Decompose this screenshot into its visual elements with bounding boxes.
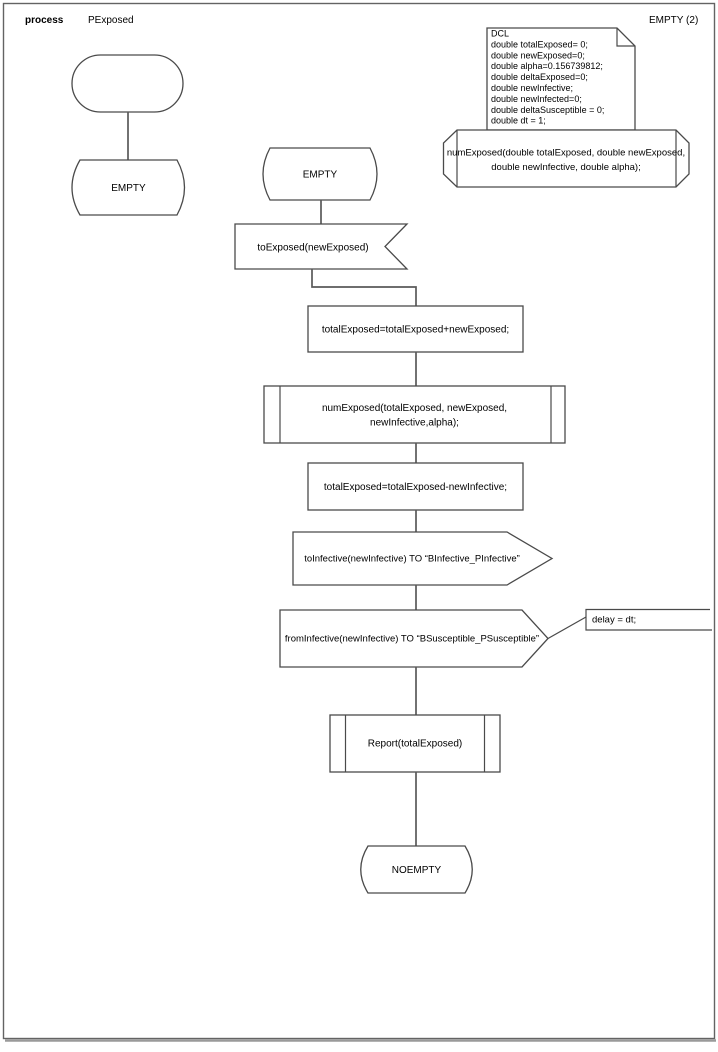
connector-input-to-task	[311, 269, 417, 306]
start-symbol[interactable]	[71, 54, 184, 113]
state-label: EMPTY	[111, 183, 146, 194]
procedure-declaration-line: double newInfective, double alpha);	[491, 162, 640, 173]
note-shape[interactable]	[486, 27, 636, 131]
state-symbol-empty-left[interactable]	[71, 159, 186, 216]
left-branch: EMPTY	[71, 54, 186, 216]
state-symbol-noempty[interactable]	[360, 845, 473, 894]
output-symbol-frominfective[interactable]	[279, 609, 549, 668]
procedure-declaration-line: numExposed(double totalExposed, double n…	[447, 148, 685, 159]
input-symbol[interactable]	[234, 223, 409, 270]
process-name-label: PExposed	[88, 15, 134, 26]
output-symbol-toinfective[interactable]	[292, 531, 554, 586]
comment-bracket[interactable]	[585, 608, 712, 631]
dcl-text-symbol[interactable]: DCL double totalExposed= 0; double newEx…	[486, 27, 636, 131]
note-fold-icon	[616, 28, 635, 47]
dcl-line: double alpha=0.156739812;	[491, 61, 603, 71]
output-label: fromInfective(newInfective) TO “BSuscept…	[285, 634, 539, 645]
state-label: NOEMPTY	[392, 865, 442, 876]
task-label: totalExposed=totalExposed+newExposed;	[322, 325, 509, 336]
process-kind-label: process	[25, 15, 64, 26]
dcl-line: double newExposed=0;	[491, 50, 585, 60]
header: process PExposed EMPTY (2)	[25, 15, 698, 26]
procedure-call-line: numExposed(totalExposed, newExposed,	[322, 403, 507, 414]
dcl-line: DCL	[491, 29, 509, 39]
dcl-line: double deltaSusceptible = 0;	[491, 105, 604, 115]
dcl-line: double newInfective;	[491, 83, 573, 93]
task-symbol-add[interactable]	[307, 305, 524, 353]
dcl-line: double totalExposed= 0;	[491, 39, 588, 49]
task-label: totalExposed=totalExposed-newInfective;	[324, 482, 507, 493]
comment-connector	[547, 616, 587, 640]
procedure-call-numexposed[interactable]	[263, 385, 566, 444]
procedure-call-report[interactable]	[329, 714, 501, 773]
state-symbol-empty[interactable]	[262, 147, 378, 201]
input-label: toExposed(newExposed)	[257, 243, 368, 254]
page-name-label: EMPTY (2)	[649, 15, 698, 26]
dcl-line: double deltaExposed=0;	[491, 72, 588, 82]
output-label: toInfective(newInfective) TO “BInfective…	[304, 554, 520, 565]
procedure-call-line: newInfective,alpha);	[370, 418, 459, 429]
main-branch: EMPTY toExposed(newExposed) totalExposed…	[234, 147, 712, 894]
dcl-line: double newInfected=0;	[491, 94, 582, 104]
procedure-declaration-shape[interactable]	[442, 129, 690, 188]
state-label: EMPTY	[303, 170, 338, 181]
dcl-line: double dt = 1;	[491, 116, 546, 126]
procedure-declaration-symbol[interactable]: numExposed(double totalExposed, double n…	[442, 129, 690, 188]
procedure-call-label: Report(totalExposed)	[368, 739, 463, 750]
dcl-text-lines: DCL double totalExposed= 0; double newEx…	[491, 29, 604, 126]
comment-label: delay = dt;	[592, 615, 636, 626]
